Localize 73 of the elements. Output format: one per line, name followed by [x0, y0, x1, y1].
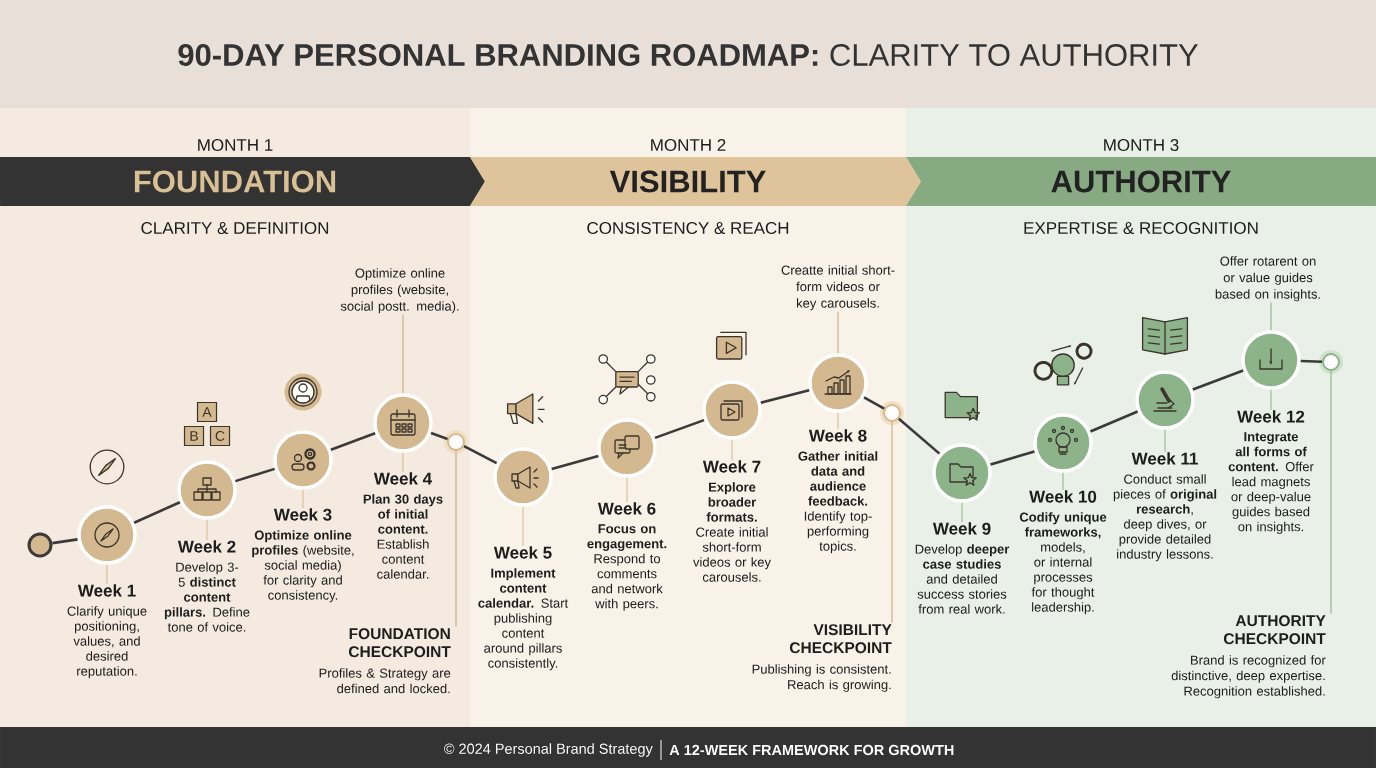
week-heading: Week 3	[273, 508, 332, 521]
note-text: Offer rotarent on or value guides based on insights.	[1215, 256, 1320, 302]
month-label: MONTH 3	[1104, 139, 1179, 151]
start-dot	[27, 532, 53, 558]
timeline-path	[463, 445, 498, 465]
note-text: Optimize online profiles (website, social postt. media).	[340, 268, 459, 314]
week-heading: Week 11	[1131, 452, 1198, 465]
week-description: Codify unique frameworks, models, or internal processes for thought leadership.	[1019, 512, 1107, 615]
timeline-path	[1089, 410, 1139, 433]
footer-text: © 2024 Personal Brand Strategy	[444, 743, 653, 757]
timeline-path	[654, 418, 705, 440]
letter-block: A	[196, 401, 218, 423]
phase-banner: VISIBILITY	[470, 157, 921, 206]
timeline-path	[235, 467, 275, 483]
week-heading: Week 7	[702, 460, 761, 473]
week-heading: Week 9	[932, 522, 991, 535]
week-description: Focus on engagement. Respond to comments and network with peers.	[587, 524, 667, 611]
timeline-path	[898, 417, 941, 455]
leader-line	[891, 421, 893, 624]
week-heading: Week 1	[77, 584, 136, 597]
week-description: Plan 30 days of initial content. Establish content calendar.	[363, 494, 443, 579]
timeline-path	[133, 501, 181, 524]
week-description: Conduct small pieces of original research, deep dives, or provide detailed industry lessons.	[1113, 474, 1217, 562]
checkpoint-dot	[880, 401, 904, 425]
phase-subtitle: CLARITY & DEFINITION	[141, 222, 329, 234]
week-description: Integrate all forms of content. Offer lead magnets or deep-value guides based on insights.	[1228, 432, 1314, 534]
leader-line	[837, 310, 839, 354]
checkpoint-heading: FOUNDATION CHECKPOINT	[349, 628, 451, 658]
timeline-path	[1300, 359, 1323, 363]
phase-banner: AUTHORITY	[906, 157, 1376, 206]
month-label: MONTH 2	[651, 139, 726, 151]
month-label: MONTH 1	[198, 139, 273, 151]
letter-block: C	[209, 425, 231, 447]
timeline-path	[760, 389, 810, 404]
leader-line	[455, 450, 457, 628]
checkpoint-dot	[444, 430, 468, 454]
leader-line	[1270, 301, 1272, 331]
checkpoint-description: Profiles & Strategy are defined and locked.	[319, 668, 451, 694]
checkpoint-heading: AUTHORITY CHECKPOINT	[1223, 615, 1326, 645]
phase-subtitle: EXPERTISE & RECOGNITION	[1024, 222, 1258, 234]
week-heading: Week 6	[597, 502, 656, 515]
week-description: Develop deeper case studies and detailed success stories from real work.	[915, 544, 1010, 614]
timeline-path	[430, 431, 448, 441]
timeline-path	[52, 538, 78, 545]
week-description: Optimize online profiles (website, social media) for clarity and consistency.	[252, 530, 354, 603]
week-heading: Week 8	[808, 429, 867, 442]
week-heading: Week 2	[177, 540, 236, 553]
week-heading: Week 5	[493, 546, 552, 559]
note-text: Creatte initial short-form videos or key carousels.	[781, 265, 895, 311]
checkpoint-dot	[1319, 350, 1343, 374]
timeline-path	[863, 396, 885, 410]
checkpoint-description: Publishing is consistent. Reach is growing.	[752, 664, 891, 692]
footer-tagline: A 12-WEEK FRAMEWORK FOR GROWTH	[669, 744, 954, 756]
timeline-path	[990, 450, 1035, 466]
week-description: Implement content calendar. Start publishing content around pillars consistently.	[478, 568, 569, 671]
week-heading: Week 12	[1237, 410, 1305, 423]
letter-block: B	[183, 425, 205, 447]
title: 90-DAY PERSONAL BRANDING ROADMAP: CLARITY TO AUTHORITY	[178, 44, 1198, 66]
leader-line	[1330, 370, 1332, 615]
checkpoint-heading: VISIBILITY CHECKPOINT	[789, 624, 892, 654]
week-heading: Week 10	[1029, 490, 1097, 503]
phase-banner: FOUNDATION	[0, 157, 485, 206]
week-description: Explore broader formats. Create initial short-form videos or key carousels.	[693, 482, 771, 582]
checkpoint-description: Brand is recognized for distinctive, deep expertise. Recognition established.	[1171, 655, 1326, 699]
leader-line	[402, 313, 404, 394]
phase-subtitle: CONSISTENCY & REACH	[587, 222, 789, 234]
timeline-path	[330, 432, 376, 451]
timeline-path	[551, 454, 599, 471]
week-description: Develop 3-5 distinct content pillars. Define tone of voice.	[164, 562, 250, 632]
week-description: Gather initial data and audience feedback. Identify top-performing topics.	[798, 451, 878, 554]
week-description: Clarify unique positioning, values, and desired reputation.	[67, 606, 147, 679]
week-heading: Week 4	[373, 472, 433, 485]
timeline-path	[1192, 369, 1244, 391]
